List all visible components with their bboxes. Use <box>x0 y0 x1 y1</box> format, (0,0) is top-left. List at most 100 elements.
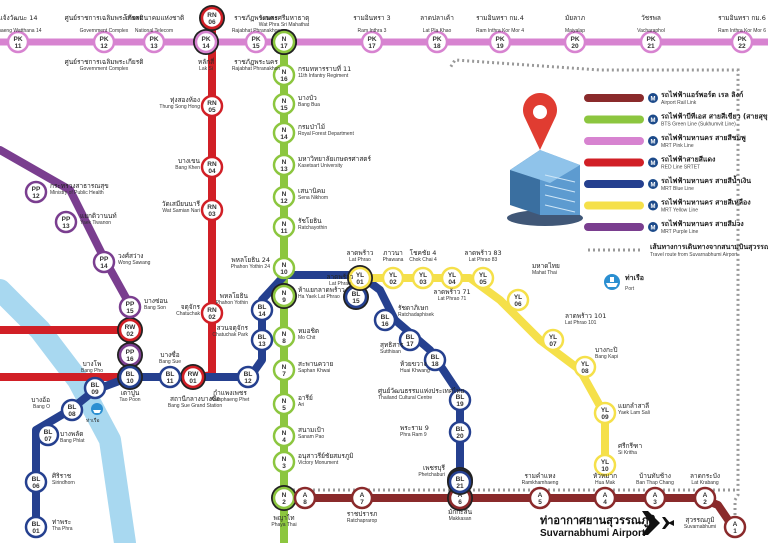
station-code: BL <box>406 334 415 341</box>
station-n5[interactable]: N5 <box>272 392 296 416</box>
station-code-number: 02 <box>208 314 216 321</box>
station-n17[interactable]: N17 <box>271 29 297 55</box>
station-code-number: 12 <box>244 378 252 385</box>
station-code-number: 06 <box>514 301 522 308</box>
mrt-icon: M <box>648 200 658 211</box>
arl-label-3-th: รามคำแหง <box>524 472 555 480</box>
wat-phra-label-th: วัดพระศรีมหาธาตุ <box>259 14 310 22</box>
station-code: BL <box>456 426 465 433</box>
blue-label-bangpho-en: Bang Pho <box>81 368 103 374</box>
station-n2[interactable]: N2 <box>271 485 297 511</box>
station-a5[interactable]: A5 <box>528 486 552 510</box>
station-n4[interactable]: N4 <box>272 424 296 448</box>
station-n12[interactable]: N12 <box>272 185 296 209</box>
station-a4[interactable]: A4 <box>593 486 617 510</box>
station-code-number: 11 <box>167 378 174 385</box>
station-n10[interactable]: N10 <box>272 256 296 280</box>
station-n8[interactable]: N8 <box>272 325 296 349</box>
pink-label-9-th: มัยลาภ <box>565 14 585 22</box>
station-n9[interactable]: N9 <box>271 283 297 309</box>
station-a3[interactable]: A3 <box>643 486 667 510</box>
red-label-4-th: จตุจักร <box>181 303 201 311</box>
legend-label-en: MRT Yellow Line <box>661 208 698 214</box>
station-a8[interactable]: A8 <box>293 486 317 510</box>
station-n13[interactable]: N13 <box>272 153 296 177</box>
station-a7[interactable]: A7 <box>350 486 374 510</box>
travel-route-layer <box>284 58 740 525</box>
station-a2[interactable]: A2 <box>693 486 717 510</box>
pink-label-en-0-en: Chaeng Watthana 14 <box>0 28 42 34</box>
station-n11[interactable]: N11 <box>272 215 296 239</box>
srt-icon: M <box>648 157 658 168</box>
station-code-number: 17 <box>368 43 376 50</box>
station-a1[interactable]: A1 <box>723 515 747 539</box>
yl-label-1-th: ภาวนา <box>383 249 403 257</box>
yl-label-7-th: บางกะปิ <box>595 346 618 354</box>
pink-label-en-9-en: Maiyalap <box>565 28 585 34</box>
legend-label-en: MRT Purple Line <box>661 229 699 235</box>
yl-label-6-th: ลาดพร้าว 101 <box>565 312 606 320</box>
station-code-number: 11 <box>15 43 22 50</box>
station-n3[interactable]: N3 <box>272 450 296 474</box>
station-n7[interactable]: N7 <box>272 358 296 382</box>
green-label-8-th: ห้าแยกลาดพร้าว <box>298 286 345 294</box>
station-code: YL <box>601 459 609 466</box>
station-code: PK <box>495 36 504 43</box>
station-n16[interactable]: N16 <box>272 63 296 87</box>
station-code-number: 08 <box>68 411 76 418</box>
station-n14[interactable]: N14 <box>272 121 296 145</box>
station-n15[interactable]: N15 <box>272 92 296 116</box>
